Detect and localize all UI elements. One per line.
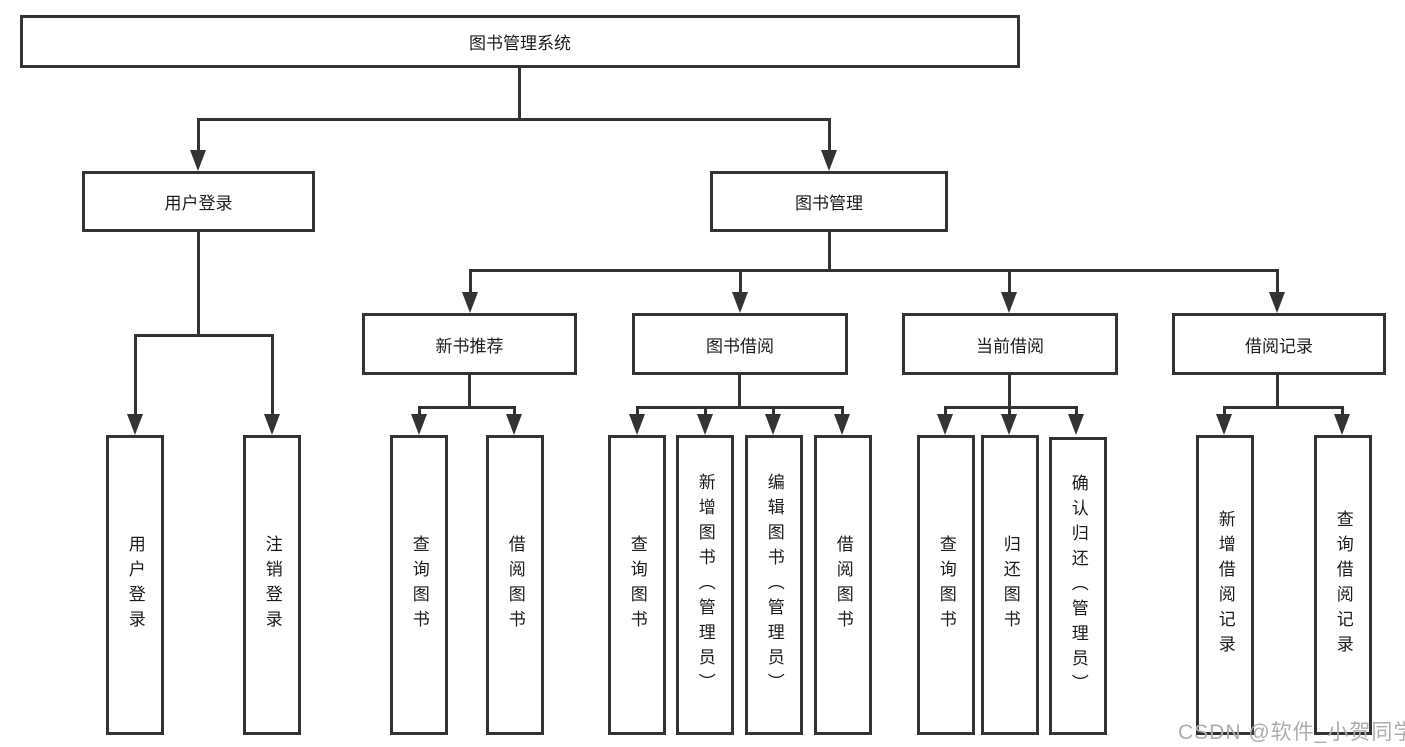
leaf-add-borrow-record-label: 新增借阅记录 [1215, 510, 1235, 660]
arrowhead-down-icon [190, 150, 206, 171]
connector-hline [418, 406, 516, 409]
connector-hline [469, 269, 1279, 272]
node-book-borrow: 图书借阅 [632, 313, 848, 375]
arrowhead-down-icon [697, 414, 713, 435]
connector-vline [828, 118, 831, 152]
leaf-return-books: 归还图书 [981, 435, 1039, 735]
arrowhead-down-icon [1216, 414, 1232, 435]
connector-vline [841, 406, 844, 418]
leaf-logout-label: 注销登录 [262, 535, 282, 635]
leaf-query-borrow-record-label: 查询借阅记录 [1333, 510, 1353, 660]
connector-vline [739, 269, 742, 294]
connector-vline [1008, 375, 1011, 408]
node-new-book-recommend-label: 新书推荐 [435, 336, 504, 356]
leaf-edit-books-admin-label: 编辑图书（管理员） [764, 472, 784, 698]
connector-vline [271, 334, 274, 416]
connector-vline [468, 375, 471, 408]
watermark: CSDN @软件_小贺同学 [1178, 721, 1405, 744]
leaf-borrow-books-2-label: 借阅图书 [833, 535, 853, 635]
connector-vline [134, 334, 137, 416]
node-borrow-records: 借阅记录 [1172, 313, 1386, 375]
node-book-management-label: 图书管理 [795, 194, 863, 213]
leaf-query-books-1: 查询图书 [390, 435, 448, 735]
leaf-borrow-books-1-label: 借阅图书 [505, 535, 525, 635]
leaf-logout: 注销登录 [243, 435, 301, 735]
node-book-borrow-label: 图书借阅 [706, 336, 774, 356]
arrowhead-down-icon [1068, 414, 1084, 435]
arrowhead-down-icon [1001, 292, 1017, 313]
leaf-user-login-label: 用户登录 [125, 535, 145, 635]
connector-vline [418, 406, 421, 418]
connector-vline [1075, 406, 1078, 418]
arrowhead-down-icon [765, 414, 781, 435]
arrowhead-down-icon [1001, 414, 1017, 435]
node-book-management: 图书管理 [710, 171, 948, 232]
leaf-return-books-label: 归还图书 [1000, 535, 1020, 635]
arrowhead-down-icon [264, 414, 280, 435]
connector-vline [1008, 406, 1011, 418]
arrowhead-down-icon [834, 414, 850, 435]
leaf-query-books-1-label: 查询图书 [409, 535, 429, 635]
node-current-borrow: 当前借阅 [902, 313, 1118, 375]
connector-vline [1276, 375, 1279, 408]
node-root-label: 图书管理系统 [469, 34, 571, 53]
leaf-borrow-books-1: 借阅图书 [486, 435, 544, 735]
connector-vline [513, 406, 516, 418]
leaf-query-borrow-record: 查询借阅记录 [1314, 435, 1372, 735]
leaf-user-login: 用户登录 [106, 435, 164, 735]
connector-vline [197, 232, 200, 336]
leaf-confirm-return-admin: 确认归还（管理员） [1049, 437, 1107, 735]
arrowhead-down-icon [937, 414, 953, 435]
connector-vline [1276, 269, 1279, 294]
leaf-query-books-3: 查询图书 [917, 435, 975, 735]
connector-hline [1223, 406, 1343, 409]
node-user-login-label: 用户登录 [164, 194, 233, 213]
node-borrow-records-label: 借阅记录 [1245, 336, 1313, 356]
connector-vline [1008, 269, 1011, 294]
connector-vline [636, 406, 639, 418]
node-user-login: 用户登录 [82, 171, 315, 232]
arrowhead-down-icon [629, 414, 645, 435]
leaf-add-borrow-record: 新增借阅记录 [1196, 435, 1254, 735]
leaf-query-books-3-label: 查询图书 [936, 535, 956, 635]
node-new-book-recommend: 新书推荐 [362, 313, 577, 375]
node-root: 图书管理系统 [20, 15, 1020, 68]
connector-hline [134, 334, 274, 337]
arrowhead-down-icon [506, 414, 522, 435]
connector-vline [1341, 406, 1344, 418]
connector-vline [772, 406, 775, 418]
arrowhead-down-icon [462, 292, 478, 313]
leaf-edit-books-admin: 编辑图书（管理员） [745, 435, 803, 735]
leaf-add-books-admin: 新增图书（管理员） [676, 435, 734, 735]
arrowhead-down-icon [127, 414, 143, 435]
leaf-query-books-2-label: 查询图书 [627, 535, 647, 635]
connector-vline [704, 406, 707, 418]
connector-vline [828, 232, 831, 271]
connector-hline [636, 406, 843, 409]
node-current-borrow-label: 当前借阅 [976, 336, 1044, 356]
connector-vline [944, 406, 947, 418]
leaf-query-books-2: 查询图书 [608, 435, 666, 735]
connector-vline [518, 68, 521, 120]
arrowhead-down-icon [821, 150, 837, 171]
leaf-confirm-return-admin-label: 确认归还（管理员） [1068, 473, 1088, 699]
leaf-borrow-books-2: 借阅图书 [814, 435, 872, 735]
connector-hline [197, 118, 831, 121]
connector-vline [197, 118, 200, 152]
connector-vline [1223, 406, 1226, 418]
connector-vline [469, 269, 472, 294]
connector-vline [738, 375, 741, 408]
arrowhead-down-icon [411, 414, 427, 435]
arrowhead-down-icon [1269, 292, 1285, 313]
arrowhead-down-icon [732, 292, 748, 313]
leaf-add-books-admin-label: 新增图书（管理员） [695, 472, 715, 698]
arrowhead-down-icon [1334, 414, 1350, 435]
